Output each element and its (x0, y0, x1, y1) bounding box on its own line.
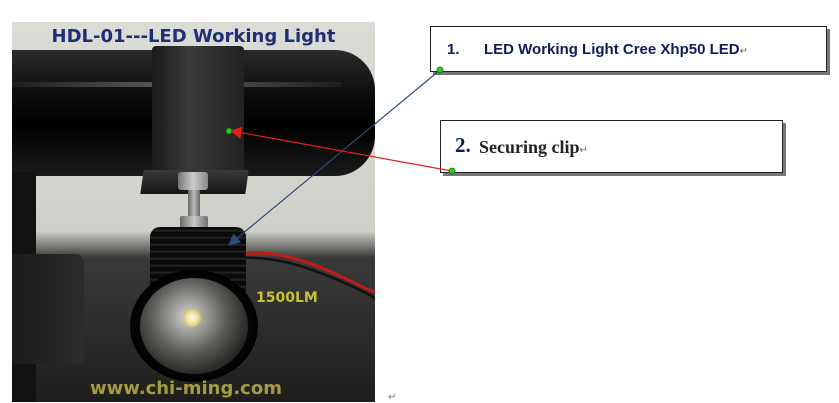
bolt-nut (180, 216, 208, 228)
callout-label: LED Working Light Cree Xhp50 LED↵ (484, 41, 748, 58)
callout-label: Securing clip↵ (479, 137, 588, 157)
clip-nut (178, 172, 208, 190)
callout-securing-clip: 2. Securing clip↵ (440, 120, 783, 173)
led-emitter (183, 309, 201, 327)
paragraph-mark: ↵ (739, 46, 748, 57)
website-watermark: www.chi-ming.com (90, 378, 282, 399)
securing-clip-band (152, 46, 244, 174)
stand-base (12, 254, 84, 364)
power-wire (239, 251, 375, 301)
photo-title: HDL-01---LED Working Light (51, 26, 336, 47)
paragraph-mark: ↵ (579, 145, 588, 156)
callout-led-working-light: 1. LED Working Light Cree Xhp50 LED↵ (430, 26, 827, 72)
lumen-label: 1500LM (256, 290, 318, 306)
paragraph-mark: ↵ (388, 392, 397, 403)
callout-number: 1. (447, 41, 460, 58)
product-photo: HDL-01---LED Working Light 1500LM www.ch… (12, 22, 375, 402)
callout-number: 2. (455, 133, 471, 157)
